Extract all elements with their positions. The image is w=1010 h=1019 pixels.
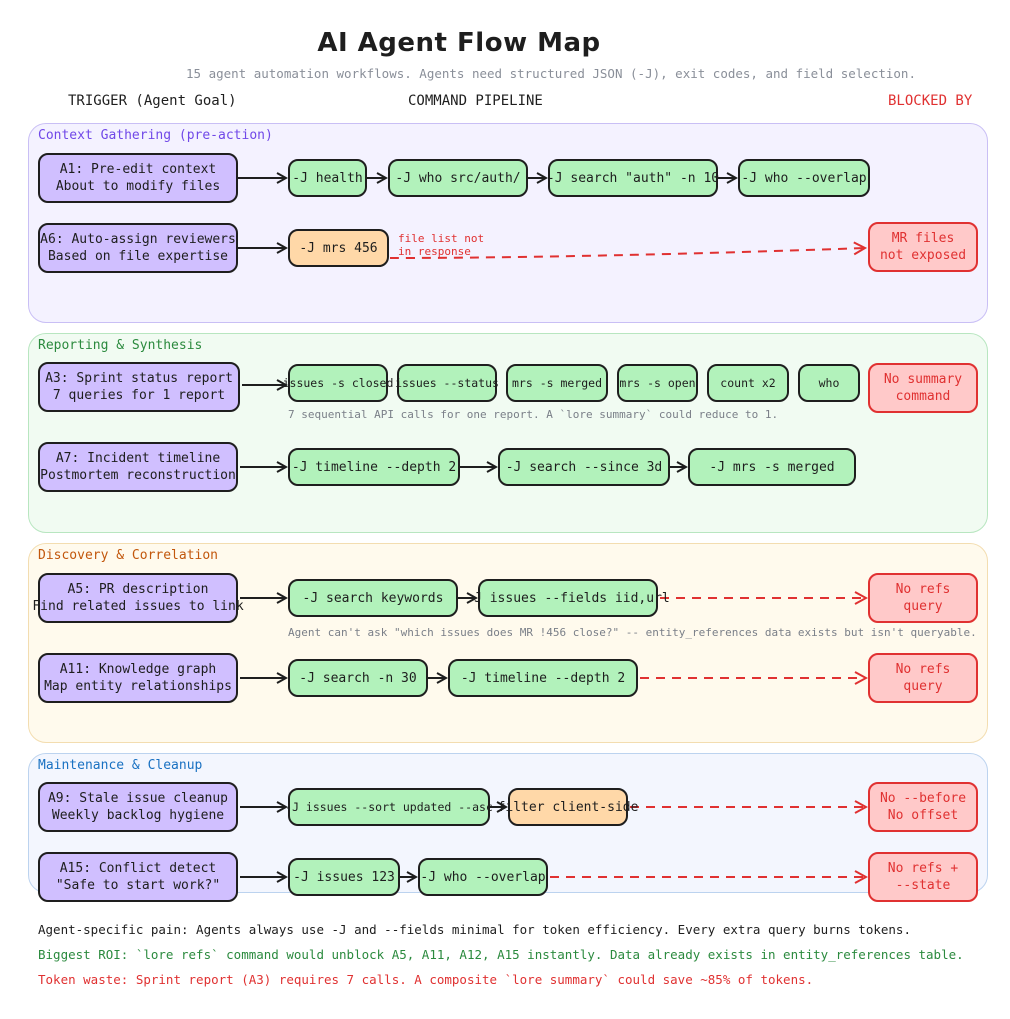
cmd-a15-overlap[interactable]: -J who --overlap <box>418 858 548 896</box>
note-a3: 7 sequential API calls for one report. A… <box>288 408 779 421</box>
trigger-a5-title: A5: PR description <box>67 582 209 597</box>
trigger-a9-desc: Weekly backlog hygiene <box>51 808 225 823</box>
blocked-a9-line1: No --before <box>879 791 967 806</box>
trigger-a6[interactable]: A6: Auto-assign reviewers Based on file … <box>38 223 238 273</box>
dashed-arrow-a6 <box>389 248 865 259</box>
blocked-a3[interactable]: No summary command <box>868 363 978 413</box>
section-label-context: Context Gathering (pre-action) <box>38 128 273 143</box>
blocked-a11[interactable]: No refs query <box>868 653 978 703</box>
cmd-a3-mrs-merged[interactable]: mrs -s merged <box>506 364 608 402</box>
trigger-a5-desc: Find related issues to link <box>32 599 244 614</box>
page-title: AI Agent Flow Map <box>317 28 601 58</box>
trigger-a11[interactable]: A11: Knowledge graph Map entity relation… <box>38 653 238 703</box>
cmd-a1-overlap[interactable]: -J who --overlap <box>738 159 870 197</box>
trigger-a15-desc: "Safe to start work?" <box>55 878 221 893</box>
footer-biggest-roi: Biggest ROI: `lore refs` command would u… <box>38 947 964 962</box>
trigger-a3-desc: 7 queries for 1 report <box>52 388 226 403</box>
trigger-a1-title: A1: Pre-edit context <box>59 162 217 177</box>
blocked-a11-line2: query <box>903 679 943 694</box>
cmd-a6-mrs[interactable]: -J mrs 456 <box>288 229 389 267</box>
trigger-a7-desc: Postmortem reconstruction <box>40 468 236 483</box>
blocked-a15[interactable]: No refs + --state <box>868 852 978 902</box>
trigger-a11-desc: Map entity relationships <box>44 679 232 694</box>
column-header-pipeline: COMMAND PIPELINE <box>408 93 543 109</box>
cmd-a15-issues[interactable]: -J issues 123 <box>288 858 400 896</box>
cmd-a5-issues[interactable]: -J issues --fields iid,url <box>466 579 670 617</box>
blocked-a5-line1: No refs <box>895 582 951 597</box>
cmd-a1-search[interactable]: -J search "auth" -n 10 <box>547 159 719 197</box>
cmd-a3-count[interactable]: count x2 <box>707 364 789 402</box>
cmd-a7-timeline[interactable]: -J timeline --depth 2 <box>288 448 460 486</box>
trigger-a15-title: A15: Conflict detect <box>59 861 217 876</box>
blocked-a3-line1: No summary <box>883 372 963 387</box>
blocked-a9-line2: No offset <box>887 808 959 823</box>
trigger-a3[interactable]: A3: Sprint status report 7 queries for 1… <box>38 362 240 412</box>
trigger-a9-title: A9: Stale issue cleanup <box>47 791 228 806</box>
trigger-a7-title: A7: Incident timeline <box>55 451 221 466</box>
trigger-a6-title: A6: Auto-assign reviewers <box>40 232 236 247</box>
edge-label-a6-line2: in response <box>398 245 471 258</box>
blocked-a9[interactable]: No --before No offset <box>868 782 978 832</box>
trigger-a6-desc: Based on file expertise <box>47 249 228 264</box>
cmd-a3-issues-status[interactable]: issues --status <box>395 364 499 402</box>
trigger-a11-title: A11: Knowledge graph <box>59 662 217 677</box>
blocked-a6[interactable]: MR files not exposed <box>868 222 978 272</box>
blocked-a6-line1: MR files <box>891 231 955 246</box>
column-header-blocked: BLOCKED BY <box>888 93 973 109</box>
cmd-a1-health[interactable]: -J health <box>288 159 367 197</box>
cmd-a7-mrs[interactable]: -J mrs -s merged <box>688 448 856 486</box>
trigger-a9[interactable]: A9: Stale issue cleanup Weekly backlog h… <box>38 782 238 832</box>
cmd-a9-issues[interactable]: -J issues --sort updated --asc <box>285 788 493 826</box>
cmd-a3-who[interactable]: who <box>798 364 860 402</box>
blocked-a15-line1: No refs + <box>887 861 959 876</box>
trigger-a7[interactable]: A7: Incident timeline Postmortem reconst… <box>38 442 238 492</box>
cmd-a3-issues-closed[interactable]: issues -s closed <box>283 364 393 402</box>
blocked-a5[interactable]: No refs query <box>868 573 978 623</box>
cmd-a7-search[interactable]: -J search --since 3d <box>498 448 670 486</box>
page-subtitle: 15 agent automation workflows. Agents ne… <box>186 66 916 81</box>
edge-label-a6: file list not in response <box>398 232 484 258</box>
cmd-a11-search[interactable]: -J search -n 30 <box>288 659 428 697</box>
cmd-a5-search[interactable]: -J search keywords <box>288 579 458 617</box>
footer-token-waste: Token waste: Sprint report (A3) requires… <box>38 972 814 987</box>
note-a5: Agent can't ask "which issues does MR !4… <box>288 626 977 639</box>
footer-agent-pain: Agent-specific pain: Agents always use -… <box>38 922 911 937</box>
blocked-a6-line2: not exposed <box>879 248 967 263</box>
blocked-a3-line2: command <box>895 389 951 404</box>
section-label-reporting: Reporting & Synthesis <box>38 338 203 353</box>
trigger-a5[interactable]: A5: PR description Find related issues t… <box>32 573 244 623</box>
section-label-maintenance: Maintenance & Cleanup <box>38 758 203 773</box>
cmd-a9-filter[interactable]: filter client-side <box>498 788 638 826</box>
edge-label-a6-line1: file list not <box>398 232 485 245</box>
trigger-a15[interactable]: A15: Conflict detect "Safe to start work… <box>38 852 238 902</box>
section-label-discovery: Discovery & Correlation <box>38 548 219 563</box>
trigger-a1-desc: About to modify files <box>55 179 221 194</box>
blocked-a11-line1: No refs <box>895 662 951 677</box>
column-header-trigger: TRIGGER (Agent Goal) <box>68 93 237 109</box>
trigger-a3-title: A3: Sprint status report <box>45 371 233 386</box>
cmd-a11-timeline[interactable]: -J timeline --depth 2 <box>448 659 638 697</box>
cmd-a3-mrs-open[interactable]: mrs -s open <box>617 364 698 402</box>
trigger-a1[interactable]: A1: Pre-edit context About to modify fil… <box>38 153 238 203</box>
blocked-a15-line2: --state <box>895 878 951 893</box>
cmd-a1-who[interactable]: -J who src/auth/ <box>388 159 528 197</box>
blocked-a5-line2: query <box>903 599 943 614</box>
